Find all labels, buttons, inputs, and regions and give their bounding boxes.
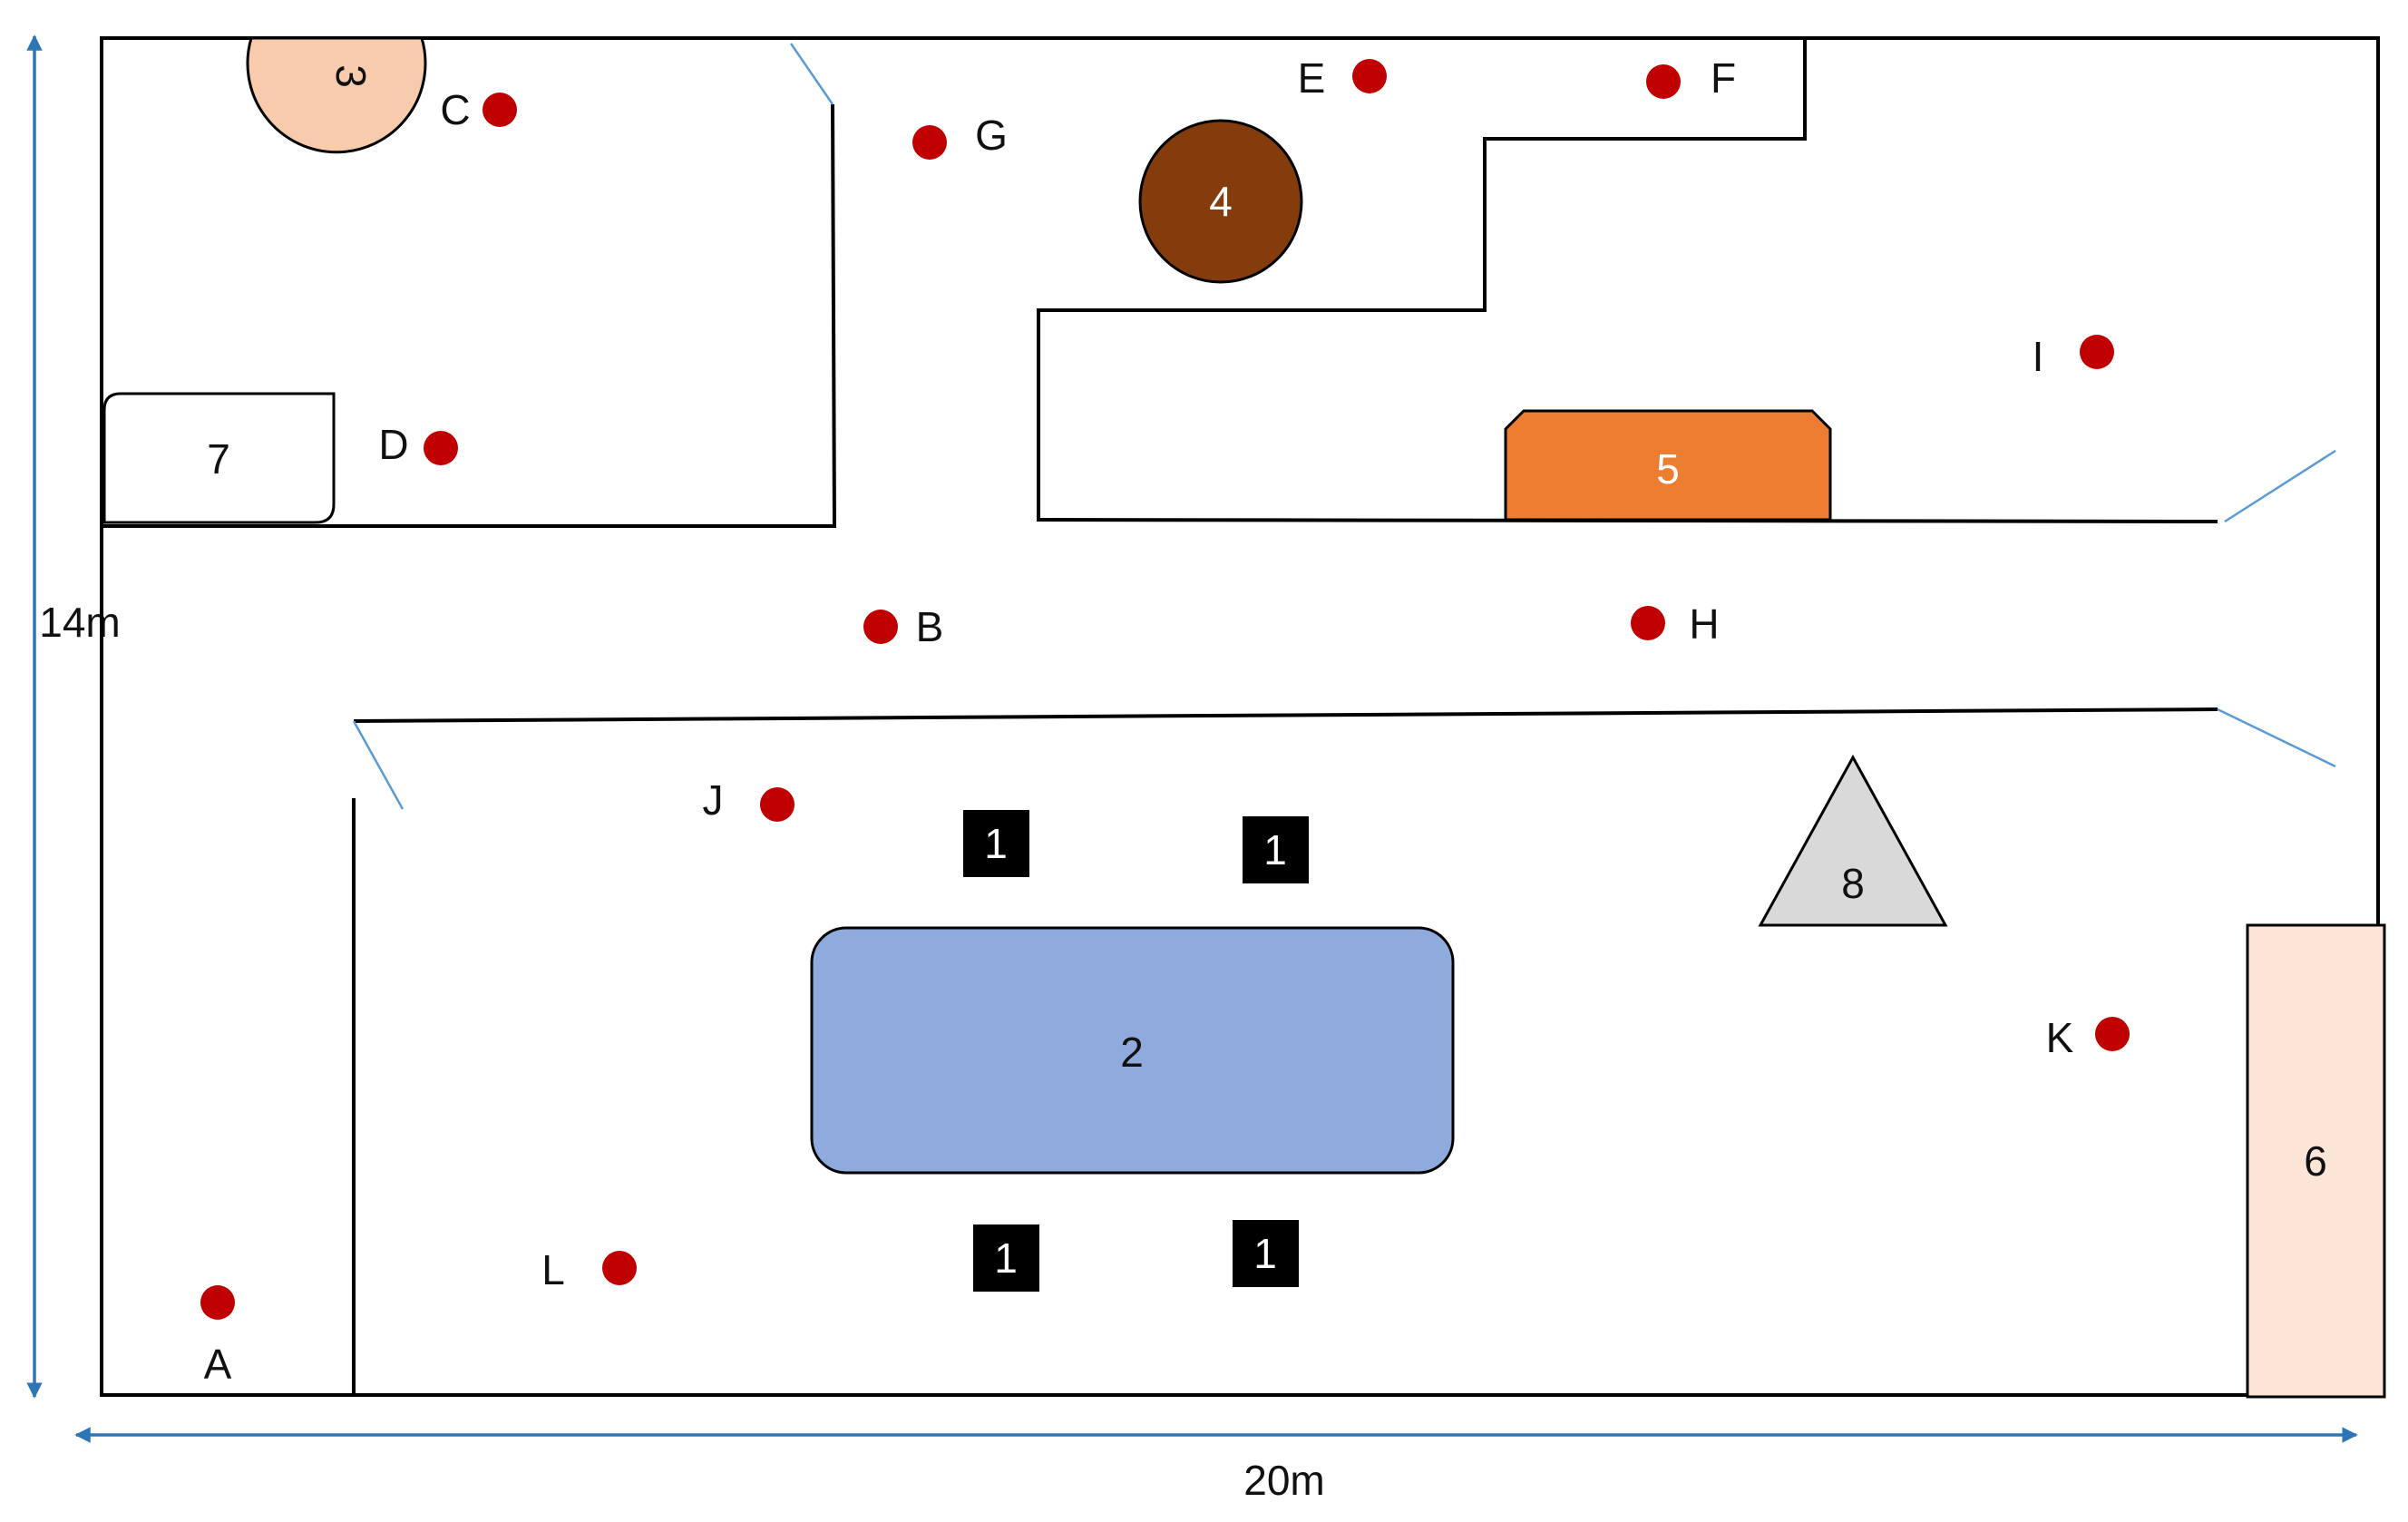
- object-1-label: 1: [1253, 1230, 1277, 1277]
- point-D: D: [378, 421, 458, 468]
- point-H-label: H: [1689, 600, 1719, 648]
- object-6-label: 6: [2304, 1137, 2327, 1185]
- point-H: H: [1631, 600, 1720, 648]
- door-top-left-room: [789, 43, 834, 105]
- point-B-label: B: [916, 603, 944, 650]
- object-4-label: 4: [1209, 178, 1233, 225]
- object-2-label: 2: [1120, 1029, 1144, 1076]
- object-4: 4: [1138, 119, 1303, 284]
- point-E: E: [1298, 54, 1387, 102]
- object-5: 5: [1504, 409, 1832, 522]
- object-5-label: 5: [1656, 445, 1680, 493]
- object-8: 8: [1758, 754, 1948, 927]
- point-J: J: [703, 776, 795, 824]
- object-1-label: 1: [1263, 826, 1287, 873]
- point-F: F: [1646, 54, 1736, 102]
- wall-top-left-room: [102, 103, 837, 528]
- object-1-bottom-left: 1: [973, 1224, 1039, 1292]
- object-1-top-right: 1: [1243, 816, 1309, 883]
- object-3-label: 3: [327, 64, 375, 88]
- object-3: 3: [246, 36, 427, 154]
- wall-corridor-south: [353, 707, 2218, 723]
- point-C-label: C: [440, 86, 470, 133]
- object-7-label: 7: [207, 435, 230, 483]
- door-right-upper: [2224, 449, 2336, 523]
- point-D-label: D: [378, 421, 408, 468]
- door-right-lower: [2217, 707, 2336, 768]
- object-1-top-left: 1: [963, 810, 1029, 877]
- object-1-label: 1: [984, 820, 1008, 867]
- object-2: 2: [810, 926, 1455, 1175]
- point-B: B: [863, 603, 943, 650]
- height-dimension-label: 14m: [39, 599, 120, 646]
- point-I: I: [2033, 333, 2114, 380]
- outer-wall: [100, 36, 2380, 1397]
- point-G-label: G: [975, 112, 1008, 159]
- point-E-label: E: [1298, 54, 1326, 102]
- point-K: K: [2046, 1014, 2130, 1061]
- point-A: A: [200, 1285, 235, 1388]
- width-dimension-label: 20m: [1243, 1457, 1324, 1504]
- point-K-label: K: [2046, 1014, 2074, 1061]
- object-8-label: 8: [1841, 860, 1865, 907]
- object-6: 6: [2246, 923, 2386, 1399]
- point-A-label: A: [204, 1341, 232, 1388]
- object-1-label: 1: [994, 1234, 1018, 1282]
- point-L: L: [541, 1246, 637, 1293]
- point-C: C: [440, 86, 517, 133]
- point-G: G: [912, 112, 1008, 160]
- object-7: 7: [102, 392, 336, 524]
- wall-top-right-room: [1037, 36, 1807, 522]
- door-bottom-left-room: [352, 720, 405, 810]
- point-F-label: F: [1711, 54, 1736, 102]
- point-I-label: I: [2033, 333, 2044, 380]
- point-L-label: L: [541, 1246, 565, 1293]
- point-J-label: J: [703, 776, 724, 824]
- object-1-bottom-right: 1: [1233, 1220, 1299, 1287]
